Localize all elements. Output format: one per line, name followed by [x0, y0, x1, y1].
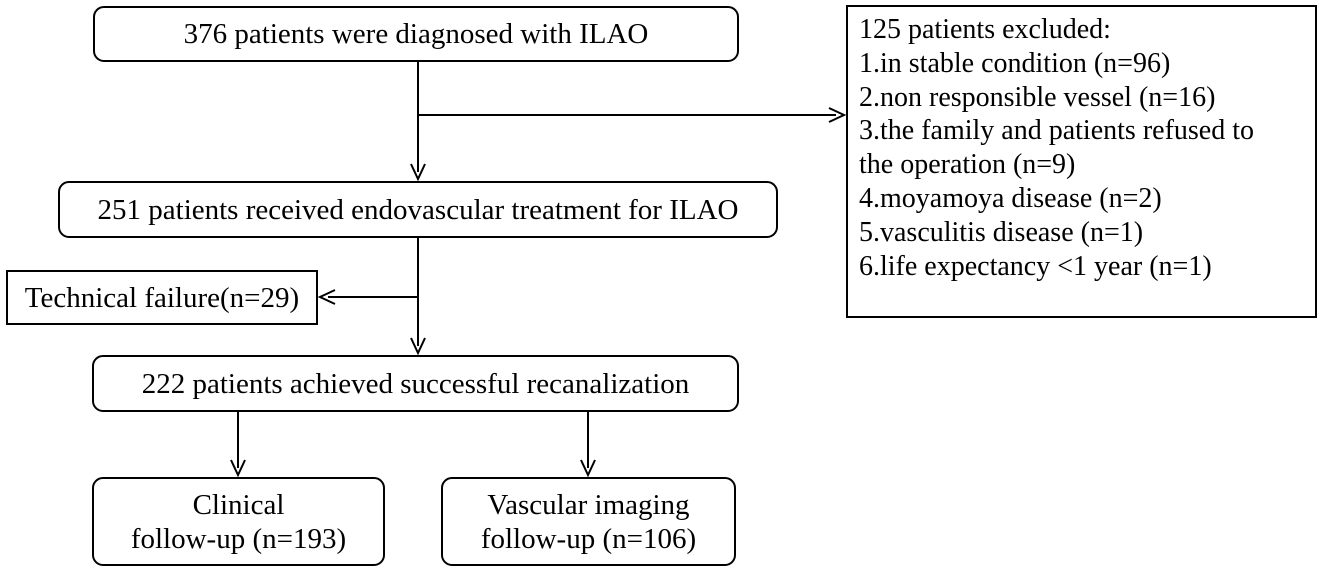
arrowhead-treated: [410, 163, 426, 182]
excluded-reason: 1.in stable condition (n=96): [859, 47, 1171, 79]
clinical-followup-line1: Clinical: [192, 488, 285, 521]
vascular-followup-box: Vascular imaging follow-up (n=106): [441, 477, 736, 566]
excluded-reason: the operation (n=9): [859, 149, 1076, 181]
vascular-followup-line2: follow-up (n=106): [480, 522, 697, 555]
excluded-reason: 5.vasculitis disease (n=1): [859, 216, 1144, 248]
clinical-followup-line2: follow-up (n=193): [130, 522, 347, 555]
technical-failure-box: Technical failure(n=29): [6, 270, 318, 325]
arrowhead-recanalization: [410, 337, 426, 356]
excluded-box: 125 patients excluded: 1.in stable condi…: [846, 5, 1317, 318]
diagnosed-box: 376 patients were diagnosed with ILAO: [93, 6, 739, 62]
arrowhead-excluded: [828, 107, 847, 123]
recanalization-box: 222 patients achieved successful recanal…: [92, 355, 739, 412]
arrowhead-vascular: [580, 459, 596, 478]
excluded-reason: 6.life expectancy <1 year (n=1): [859, 250, 1212, 282]
arrowhead-technical-failure: [317, 289, 336, 305]
excluded-reason: 2.non responsible vessel (n=16): [859, 81, 1216, 113]
treated-box: 251 patients received endovascular treat…: [58, 181, 778, 238]
vascular-followup-line1: Vascular imaging: [487, 488, 690, 521]
excluded-reason: 4.moyamoya disease (n=2): [859, 182, 1162, 214]
excluded-reason: 3.the family and patients refused to: [859, 115, 1254, 147]
arrowhead-clinical: [230, 459, 246, 478]
clinical-followup-box: Clinical follow-up (n=193): [92, 477, 385, 566]
excluded-title: 125 patients excluded:: [859, 14, 1111, 45]
